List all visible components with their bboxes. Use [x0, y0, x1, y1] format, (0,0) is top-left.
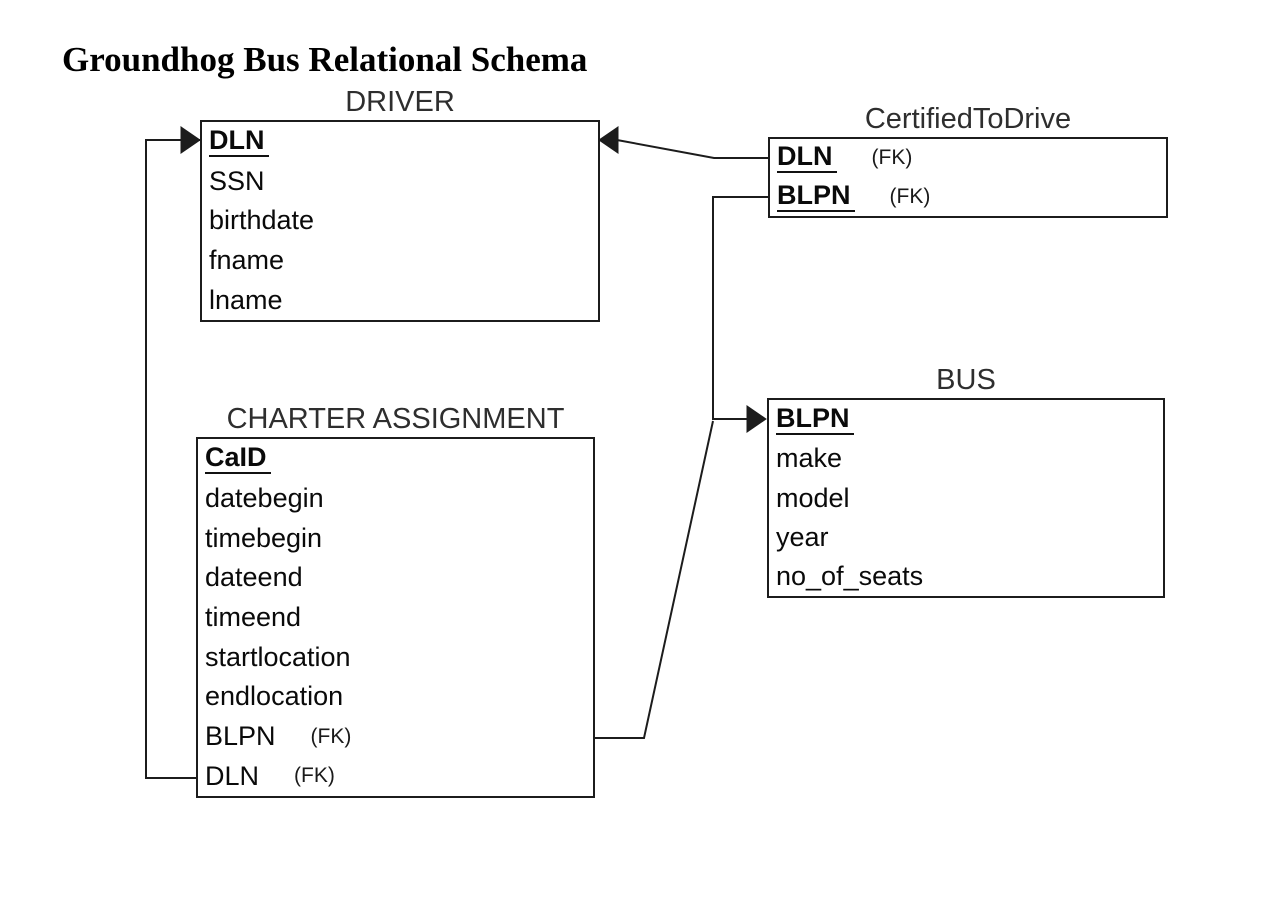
field-name-pk: DLN [209, 126, 269, 157]
table-box-certified-to-drive: DLN (FK) BLPN (FK) [768, 137, 1168, 218]
field-name: BLPN [205, 721, 276, 752]
arrowhead-driver-dln-left-icon [180, 126, 201, 154]
field-row: CaID [198, 439, 593, 479]
table-title-bus: BUS [936, 364, 996, 396]
field-row: year [769, 518, 1163, 557]
field-row: DLN [202, 122, 598, 162]
field-row: birthdate [202, 201, 598, 241]
field-row: timeend [198, 598, 593, 638]
page-title: Groundhog Bus Relational Schema [62, 40, 588, 79]
field-name: lname [209, 284, 283, 315]
connector-certified-blpn-to-bus-blpn [712, 196, 768, 420]
field-name-pk: CaID [205, 443, 271, 474]
table-driver: DRIVER DLN SSN birthdate fname lname [200, 84, 600, 322]
table-bus: BUS BLPN make model year no_of_seats [767, 362, 1165, 598]
field-row: make [769, 439, 1163, 478]
field-name-pk: BLPN [777, 181, 855, 212]
fk-label: (FK) [310, 724, 352, 748]
field-row: DLN (FK) [770, 139, 1166, 178]
field-name: birthdate [209, 205, 315, 236]
field-name: startlocation [205, 641, 351, 672]
field-name-pk: DLN [777, 143, 837, 174]
field-row: model [769, 478, 1163, 517]
arrowhead-driver-dln-right-icon [598, 126, 619, 154]
field-name: year [776, 521, 829, 552]
field-row: datebegin [198, 479, 593, 519]
field-name: timebegin [205, 522, 323, 553]
field-row: BLPN (FK) [198, 717, 593, 757]
field-name: model [776, 482, 850, 513]
connector-certified-dln-to-driver-dln [616, 139, 768, 159]
field-row: lname [202, 280, 598, 320]
field-name: make [776, 443, 843, 474]
field-row: dateend [198, 558, 593, 598]
connector-charter-dln-to-driver-dln [145, 139, 200, 779]
table-box-charter-assignment: CaID datebegin timebegin dateend timeend… [196, 437, 595, 798]
field-name: DLN [205, 760, 260, 791]
table-certified-to-drive: CertifiedToDrive DLN (FK) BLPN (FK) [768, 101, 1168, 218]
field-name: fname [209, 245, 285, 276]
connector-charter-blpn-to-bus-blpn [595, 420, 714, 739]
field-row: DLN (FK) [198, 756, 593, 796]
fk-label: (FK) [871, 146, 913, 170]
field-row: SSN [202, 162, 598, 202]
field-row: endlocation [198, 677, 593, 717]
field-name: no_of_seats [776, 560, 924, 591]
field-name: SSN [209, 165, 265, 196]
table-box-driver: DLN SSN birthdate fname lname [200, 120, 600, 322]
field-row: BLPN (FK) [770, 178, 1166, 217]
table-box-bus: BLPN make model year no_of_seats [767, 398, 1165, 598]
field-row: BLPN [769, 400, 1163, 439]
fk-label: (FK) [294, 764, 335, 788]
field-name: endlocation [205, 681, 344, 712]
field-row: no_of_seats [769, 557, 1163, 596]
field-row: fname [202, 241, 598, 281]
table-title-driver: DRIVER [345, 86, 455, 118]
table-charter-assignment: CHARTER ASSIGNMENT CaID datebegin timebe… [196, 401, 595, 798]
fk-label: (FK) [889, 184, 931, 208]
field-row: startlocation [198, 637, 593, 677]
table-title-certified-to-drive: CertifiedToDrive [864, 103, 1072, 135]
field-row: timebegin [198, 518, 593, 558]
table-title-charter-assignment: CHARTER ASSIGNMENT [226, 403, 565, 435]
field-name: timeend [205, 602, 302, 633]
field-name-pk: BLPN [776, 404, 854, 435]
field-name: datebegin [205, 483, 324, 513]
arrowhead-bus-blpn-icon [746, 405, 767, 433]
field-name: dateend [205, 562, 303, 593]
